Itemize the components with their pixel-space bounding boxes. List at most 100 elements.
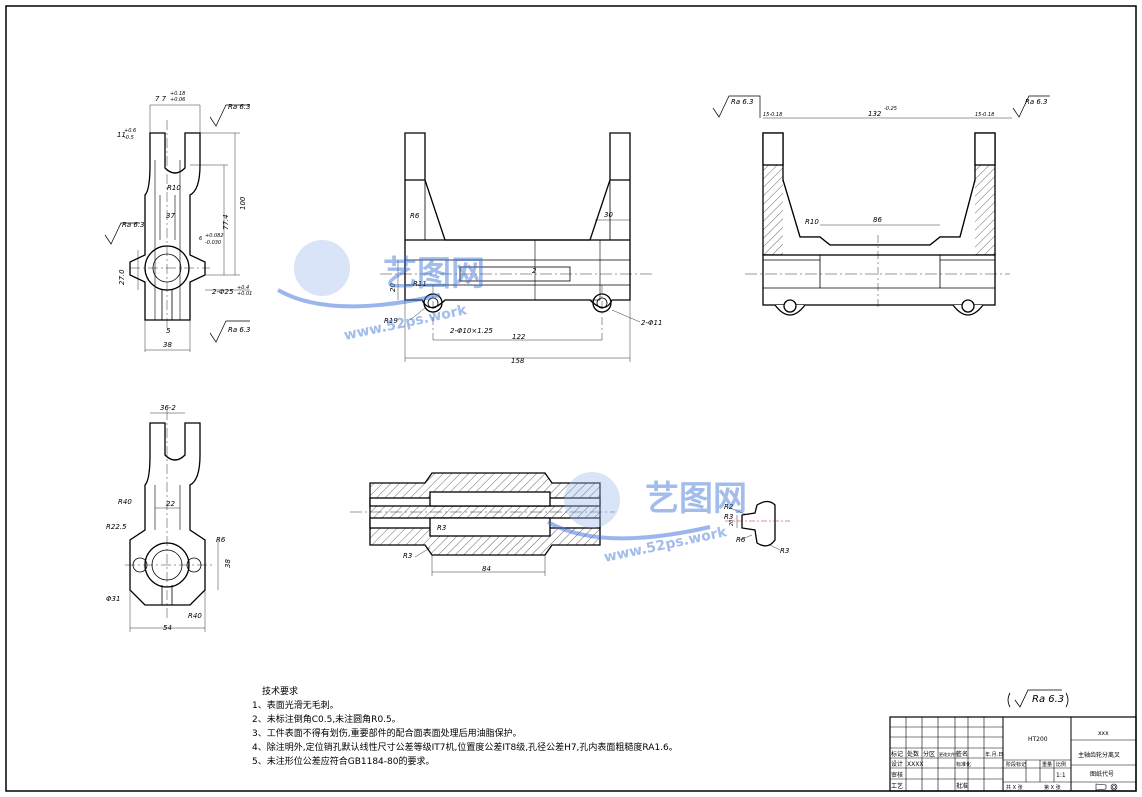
dim-84: 84 [482,565,491,573]
ra-bot-left: Ra 6.3 [228,326,251,334]
design: 设计 [891,760,903,768]
tech-title: 技术要求 [262,685,298,697]
ra-right-right: Ra 6.3 [1025,98,1048,106]
left-view-dims: 7 7 +0.18 +0.06 11 +0.6 -0.5 R10 37 100 … [117,91,252,349]
dim-158: 158 [511,357,525,365]
dim-hole-tol2: +0.01 [237,291,252,297]
dim-6-tol: +0.082 [205,233,224,239]
review: 审核 [891,771,903,779]
dim-r3a: R3 [437,524,446,532]
dim-86: 86 [873,216,882,224]
dim-r11: R11 [413,280,427,288]
dim-2: 2 [532,267,537,275]
title-block [889,716,1137,792]
part-name: 主轴齿轮分离叉 [1078,751,1120,759]
dim-5: 5 [166,327,171,335]
dim-15-left: 15-0.18 [763,112,782,118]
std: 标准化 [956,761,971,768]
dim-r6-bottom: R6 [216,536,226,544]
dim-detail-r3top: R3 [724,513,733,521]
h-date: 年.月.日 [985,751,1003,758]
dim-15-right: 15-0.18 [975,112,994,118]
dim-r40a: R40 [118,498,132,506]
dim-27: 27.0 [118,269,126,285]
dim-thread: 2-Φ10×1.25 [450,327,493,335]
weight: 重量 [1042,761,1052,768]
watermark-url-bottom: www.52ps.work [603,524,729,566]
dim-38-bottom: 38 [224,559,232,568]
bottom-left-view [125,410,219,632]
dim-37: 37 [166,212,175,220]
dim-54: 54 [163,624,172,632]
design-by: XXXX [907,761,923,768]
dim-r10: R10 [167,184,181,192]
dim-r40b: R40 [188,612,202,620]
dim-6: 6 [199,236,202,242]
company: xxx [1098,730,1109,737]
dim-r6: R6 [410,212,420,220]
watermark-url-top: www.52ps.work [343,302,469,344]
watermark-name-bottom: 艺图网 [645,479,747,519]
sheet-border [5,5,1137,792]
drawing-number: 图纸代号 [1090,770,1114,778]
watermark-name-top: 艺图网 [383,254,485,294]
tech-requirements: 技术要求 1、表面光滑无毛刺。 2、未标注倒角C0.5,未注圆角R0.5。 3、… [252,685,678,767]
detail-view [725,500,790,551]
sheets: 共 X 张 [1006,784,1023,791]
tech-item-4: 4、除注明外,定位销孔默认线性尺寸公差等级IT7机,位置度公差IT8级,孔径公差… [252,741,678,753]
dim-r3b: R3 [403,552,412,560]
watermark-bottom: 艺图网 www.52ps.work [547,472,747,566]
dim-132: 132 [868,110,882,118]
tech-item-2: 2、未标注倒角C0.5,未注圆角R0.5。 [252,713,401,725]
title-block-text: HT200 xxx 主轴齿轮分离叉 图纸代号 1:1 标记 处数 分区 更改文件… [891,730,1120,791]
dim-top-width: 7 7 [155,95,167,103]
dim-slot: 11 [117,131,126,139]
left-side-view [104,104,250,352]
dim-top-tol: +0.18 [170,91,185,97]
dim-77: 77.4 [222,214,230,230]
dim-132-tol: -0.25 [884,106,897,112]
h-mark: 标记 [891,750,903,758]
dim-r22-5: R22.5 [106,523,127,531]
approve: 批准 [956,782,968,790]
dim-detail-r6: R6 [736,536,746,544]
tech-item-3: 3、工件表面不得有划伤,重要部件的配合面表面处理后用油脂保护。 [252,727,522,739]
sheet-no: 第 X 张 [1044,784,1061,791]
h-sign: 签名 [956,750,968,758]
right-view-dims: Ra 6.3 Ra 6.3 15-0.18 132 -0.25 15-0.18 … [731,98,1048,226]
general-roughness-label: Ra 6.3 [1032,694,1064,705]
dim-hole-tol: +0.4 [237,285,249,291]
h-change: 更改文件号 [939,751,959,757]
general-roughness-symbol [1007,689,1069,708]
dim-6-tol2: -0.030 [205,240,221,246]
ra-top-left: Ra 6.3 [228,103,251,111]
shaft-section-view [350,472,615,576]
dim-holes: 2-Φ11 [641,319,662,327]
dim-20: 20 [389,283,397,292]
h-zone: 分区 [923,750,935,758]
dim-detail-20: 20 [729,520,735,526]
dim-slot-tol: +0.6 [124,128,136,134]
shaft-section-dims: R3 R3 84 [403,524,491,573]
ra-mid-left: Ra 6.3 [122,221,145,229]
dim-detail-r3: R3 [780,547,789,555]
dim-top-tol2: +0.06 [170,97,185,103]
bottom-left-dims: 36-2 R40 22 R22.5 R6 38 R40 Φ31 54 [106,404,232,632]
scale-value: 1:1 [1056,772,1066,779]
ratio: 比例 [1056,761,1066,768]
material: HT200 [1028,736,1048,743]
right-section-view [712,95,1050,316]
dim-22: 22 [166,500,175,508]
dim-36: 36-2 [160,404,176,412]
dim-hole: 2-Φ25 [212,288,234,296]
front-view-dims: R6 30 R11 R19 20 2-Φ10×1.25 122 158 2-Φ1… [384,211,662,365]
dim-30: 30 [604,211,613,219]
tech-item-1: 1、表面光滑无毛刺。 [252,699,339,711]
dim-slot-tol2: -0.5 [124,135,134,141]
dim-100: 100 [239,196,247,210]
dim-detail-r2: R2 [724,503,734,511]
stage: 阶段标记 [1006,761,1026,768]
dim-122: 122 [512,333,526,341]
dim-r10-right: R10 [805,218,819,226]
